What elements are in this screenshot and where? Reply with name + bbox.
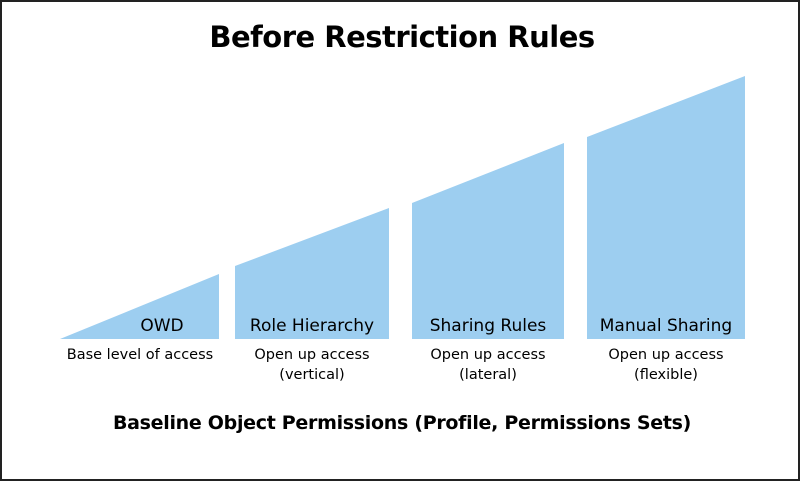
step-label-role-hierarchy: Role Hierarchy xyxy=(250,316,374,336)
baseline-caption: Baseline Object Permissions (Profile, Pe… xyxy=(112,412,692,434)
step-shape-sharing-rules xyxy=(412,143,564,339)
step-description-role-hierarchy: Open up access (vertical) xyxy=(222,345,402,385)
step-label-sharing-rules: Sharing Rules xyxy=(430,316,547,336)
description-line: (lateral) xyxy=(459,367,517,383)
description-line: (flexible) xyxy=(634,367,698,383)
description-line: Base level of access xyxy=(66,347,214,363)
step-shape-role-hierarchy xyxy=(235,208,389,339)
step-shape-manual-sharing xyxy=(587,76,745,339)
step-description-owd: Base level of access xyxy=(50,345,230,365)
step-label-owd: OWD xyxy=(140,316,183,336)
description-line: Open up access xyxy=(430,347,546,363)
description-line: Open up access xyxy=(254,347,370,363)
step-shape-owd xyxy=(60,274,219,339)
step-description-sharing-rules: Open up access (lateral) xyxy=(398,345,578,385)
step-label-manual-sharing: Manual Sharing xyxy=(600,316,732,336)
diagram-title: Before Restriction Rules xyxy=(209,20,595,54)
step-description-manual-sharing: Open up access (flexible) xyxy=(576,345,756,385)
description-line: (vertical) xyxy=(279,367,345,383)
description-line: Open up access xyxy=(608,347,724,363)
